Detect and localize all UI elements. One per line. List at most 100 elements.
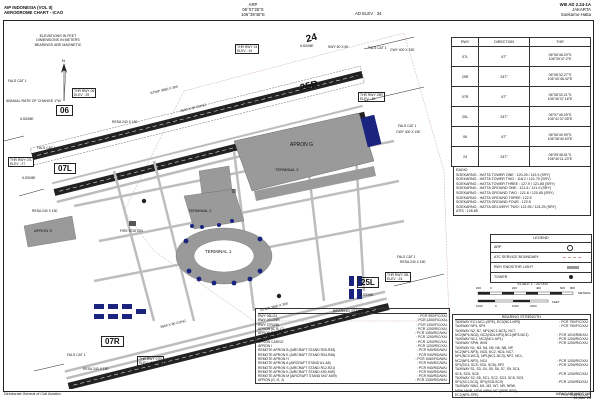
- table-row: TAXIWAY N1, N3, N4, N5, N6, NB, NP,: [455, 345, 514, 350]
- table-row: TAXIWAY NC1, NC2(NC1-NP1): PCR 1200/R/C/…: [455, 337, 588, 342]
- table-row: NC2(NP1-NP3), NC5, NC2, NC6, NC7,: [455, 350, 514, 355]
- legend-title: LEGEND: [533, 236, 549, 240]
- header-right-3: Soekarno-Hatta: [560, 12, 591, 17]
- remote-stands-east: [349, 276, 362, 299]
- table-row: SP1(SC4, SC5, SC6, SC8), SP2: PCR 1200/R…: [455, 362, 588, 367]
- table-row: TAXIWAY SPW, W/W: PCR 1200/R/C/X/U: [455, 341, 588, 346]
- rwy-07l: 07L: [54, 163, 76, 174]
- fals-label-1: FALS CAT 1: [368, 46, 387, 50]
- aerodrome-map: N: [4, 32, 450, 389]
- arp-icon: [231, 188, 237, 194]
- header-left-1: AIP INDONESIA (VOL II): [4, 5, 53, 10]
- thr-col-dir: DIRECTION: [478, 37, 530, 47]
- radio-title: RADIO: [456, 168, 468, 172]
- footer-left: Directorate General of Civil Aviation: [4, 392, 61, 396]
- north-label: N: [62, 58, 65, 63]
- radio-row: SOEKARNO - HATTA GROUND ONE : 121.6 / 12…: [456, 186, 552, 191]
- header-left-2: AERODROME CHART - ICAO: [4, 10, 64, 15]
- table-row: NC2(NP1-NP2), NC4: PCR 1200/R/C/X/U: [455, 358, 588, 363]
- table-row: TAXIWAY EC1,NC1-(SPE), EC2(NC1-NP5): PCR…: [455, 320, 588, 324]
- radio-row: ATIS : 126.85: [456, 209, 478, 214]
- note-elevations: ELEVATIONS IN FEET: [39, 34, 77, 38]
- apron-g: [233, 112, 375, 192]
- fire-station: [129, 221, 136, 226]
- table-row: NRW-NWR, NTW, NRW, NC1(SPE-SP2),: [455, 388, 518, 393]
- thr-col-thr: THR: [528, 37, 592, 47]
- radio-row: SOEKARNO - HATTA TOWER THREE : 127.9 / 1…: [456, 181, 555, 186]
- header-elev: AD ELEV : 34: [355, 11, 382, 16]
- header-lat: 06°07'25"S: [242, 7, 264, 12]
- atc-boundary: [123, 32, 450, 322]
- tower-icon: [569, 275, 573, 279]
- table-row: TAXIWAY NW1, M1, M2, W7, NR, NRW,: [455, 384, 516, 389]
- table-row: TAXIWAY N2, N7, NP1(NC1-NC3), NC7,: [455, 328, 517, 333]
- resa-label-2: RESA 240 X 150: [112, 120, 138, 124]
- table-row: REMOTE APRON H: PCR 1060/F/D/W/U: [258, 356, 447, 361]
- table-row: RWY 06L/24: PCR 990/F/C/X/U: [258, 314, 447, 318]
- radio-panel: RADIO SOEKARNO - HATTA TOWER ONE : 120.2…: [453, 166, 591, 216]
- fals-label-4: FALS CAT 1: [37, 146, 56, 150]
- table-row: REMOTE APRON M (AIRCRAFT STAND M47-M49):…: [258, 374, 447, 379]
- table-row: APRON G(1-11): PCR 1350/R/C/W/U: [258, 331, 447, 336]
- terminal1-stands: [183, 236, 263, 286]
- table-row: REMOTE APRON E (AIRCRAFT STAND R34-R46):…: [258, 352, 447, 357]
- table-row: RWY 07L/25R: PCR 1200/F/C/X/U: [258, 318, 447, 323]
- terminal1-label: TERMINAL 1: [205, 249, 232, 254]
- table-row: REMOTE APRON B (AIRCRAFT STAND R25-R33):…: [258, 348, 447, 353]
- approach-lights: [4, 36, 445, 372]
- radio-row: SOEKARNO - HATTA TOWER TWO : 118.2 / 121…: [456, 177, 551, 182]
- bearing-strength-right: BEARING STRENGTH TAXIWAY EC1,NC1-(SPE), …: [452, 314, 591, 399]
- runway-06-24: [31, 71, 364, 161]
- scale-graphic: [477, 291, 574, 303]
- remote-stands-south: [94, 304, 146, 319]
- table-row: RWY 07R/25L: PCR 1200/F/C/X/U: [258, 322, 447, 327]
- note-bearings: BEARINGS ARE MAGNETIC: [34, 42, 82, 47]
- taxiway-south-parallel: [66, 297, 388, 380]
- cwy-label-1: CWY 400 X 150: [390, 48, 415, 52]
- fals-label-6: FALS CAT 1: [67, 353, 86, 357]
- table-row: REMOTE APRON S (AIRCRAFT STAND R12-R21):…: [258, 365, 447, 370]
- apron-s-label: APRON S: [34, 228, 53, 233]
- legend-rwy-ends: RWY ENDS/THR LIGHT: [491, 262, 591, 272]
- fals-label-5: FALS CAT 1: [397, 255, 416, 259]
- rwy-07r: 07R: [101, 336, 124, 347]
- north-arrow-icon: [61, 63, 67, 102]
- table-row: REMOTE APRON A (AIRCRAFT STAND A1-A8): P…: [258, 361, 447, 366]
- runway-07r-25l: [67, 303, 390, 389]
- radio-row: SOEKARNO - HATTA DELIVERY TWO: 121.95 / …: [456, 204, 557, 209]
- header-lon: 106°39'45"E: [241, 12, 265, 17]
- rwy-06: 06: [56, 105, 73, 116]
- fire-station-label: FIRE STATION: [120, 229, 143, 233]
- header-arp: ARP: [248, 2, 258, 7]
- apron-s: [23, 215, 77, 248]
- cwy-label-2: CWY 400 X 150: [396, 130, 421, 134]
- terminal2-label: TERMINAL 2: [188, 208, 212, 213]
- table-row: SC6, SC5, SC8: PCR 1200/R/C/X/U: [455, 371, 588, 376]
- table-row: APRON (A, B, C): PCR 1200/R/C/X/U: [258, 326, 447, 331]
- arp-icon: [567, 245, 573, 251]
- legend: LEGEND ARP ATC SERVICE BOUNDARY RWY ENDS…: [490, 234, 592, 283]
- table-row: APRON CARGO: PCR 1200/R/C/X/U: [258, 339, 447, 344]
- apron-g-label: APRON G: [290, 142, 314, 148]
- atc-boundary-icon: [563, 257, 581, 258]
- table-row: TAXIWAY S2, S8, SC1, SC2, SC3, SC8, SC9,: [455, 375, 525, 380]
- fals-label-2: FALS CAT 1: [8, 79, 27, 83]
- terminal2-area: [183, 188, 245, 230]
- resa-label-3: RESA 240 X 150: [400, 260, 426, 264]
- note-annual: ANNUAL RATE OF CHANGE 1°W: [6, 99, 61, 103]
- table-row: NC2(NP4-NC6), NC2(NC6-NP3),NC1(NP3-NC1):…: [455, 332, 588, 337]
- sws-label-1: SWY 60 X 60: [328, 45, 349, 49]
- ils-label-1: ILS/DME: [300, 44, 314, 48]
- bearing-strength-left: BEARING STRENGTH RWY 06L/24: PCR 990/F/C…: [255, 308, 450, 384]
- resa-label-1: RESA 240 X 150: [32, 209, 58, 213]
